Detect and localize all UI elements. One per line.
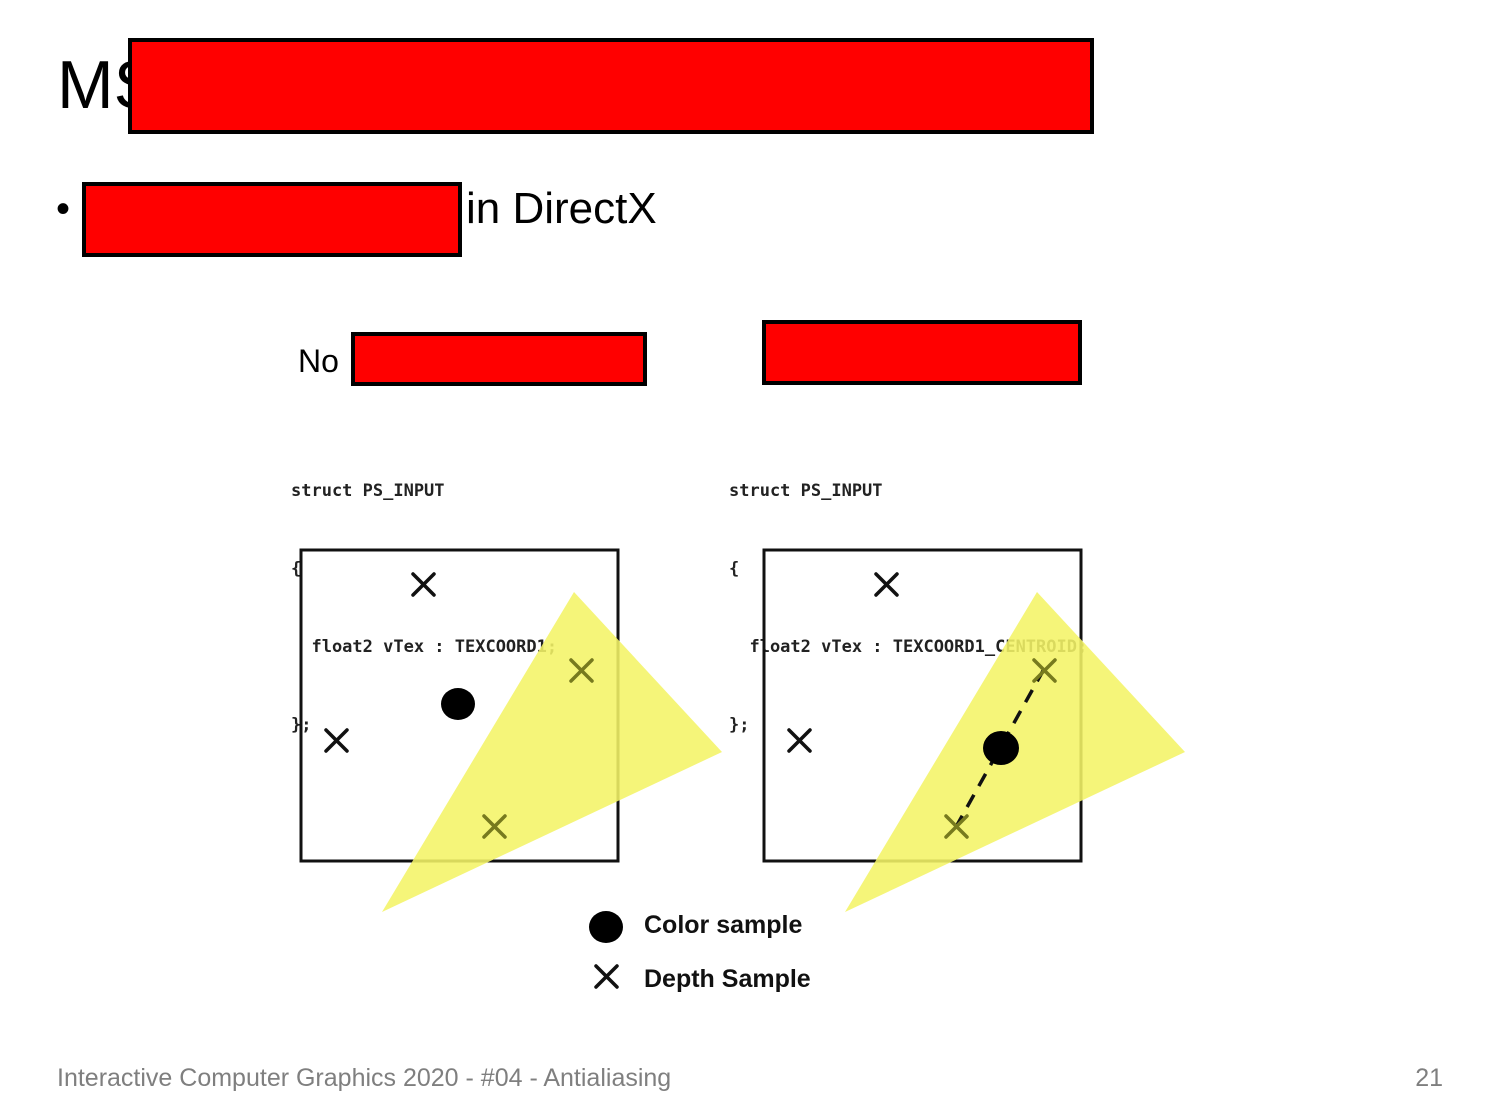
depth-sample-icon bbox=[1032, 658, 1057, 683]
code-line: }; bbox=[729, 715, 750, 735]
color-sample-icon bbox=[983, 731, 1019, 765]
legend-color-sample-icon bbox=[589, 911, 623, 943]
footer-text: Interactive Computer Graphics 2020 - #04… bbox=[57, 1064, 672, 1092]
depth-sample-icon bbox=[569, 658, 594, 683]
centroid-dashed-line bbox=[954, 668, 1046, 828]
legend-color-sample-label: Color sample bbox=[644, 911, 803, 939]
code-line: float2 vTex : TEXCOORD1; bbox=[291, 637, 558, 657]
code-line: { bbox=[729, 559, 740, 579]
title-redaction bbox=[128, 38, 1094, 134]
code-line: struct PS_INPUT bbox=[291, 481, 445, 501]
left-panel-label: No bbox=[298, 343, 339, 379]
left-diagram bbox=[299, 548, 722, 912]
right-label-redaction bbox=[762, 320, 1082, 385]
bullet-text: in DirectX bbox=[466, 184, 657, 233]
color-sample-icon bbox=[441, 688, 475, 720]
depth-sample-icon bbox=[944, 814, 969, 839]
page-number: 21 bbox=[1415, 1064, 1443, 1092]
left-code-block: struct PS_INPUT { float2 vTex : TEXCOORD… bbox=[291, 426, 557, 764]
depth-sample-icon bbox=[787, 728, 812, 753]
code-line: { bbox=[291, 559, 302, 579]
legend-depth-sample-icon bbox=[594, 964, 619, 989]
left-triangle bbox=[382, 592, 722, 912]
right-diagram bbox=[762, 548, 1185, 912]
depth-sample-icon bbox=[411, 572, 436, 597]
code-line: struct PS_INPUT bbox=[729, 481, 883, 501]
left-label-redaction bbox=[351, 332, 647, 386]
bullet-marker: • bbox=[56, 187, 71, 231]
depth-sample-icon bbox=[482, 814, 507, 839]
bullet-redaction bbox=[82, 182, 462, 257]
legend-depth-sample-label: Depth Sample bbox=[644, 965, 811, 993]
depth-sample-icon bbox=[324, 728, 349, 753]
depth-sample-icon bbox=[874, 572, 899, 597]
